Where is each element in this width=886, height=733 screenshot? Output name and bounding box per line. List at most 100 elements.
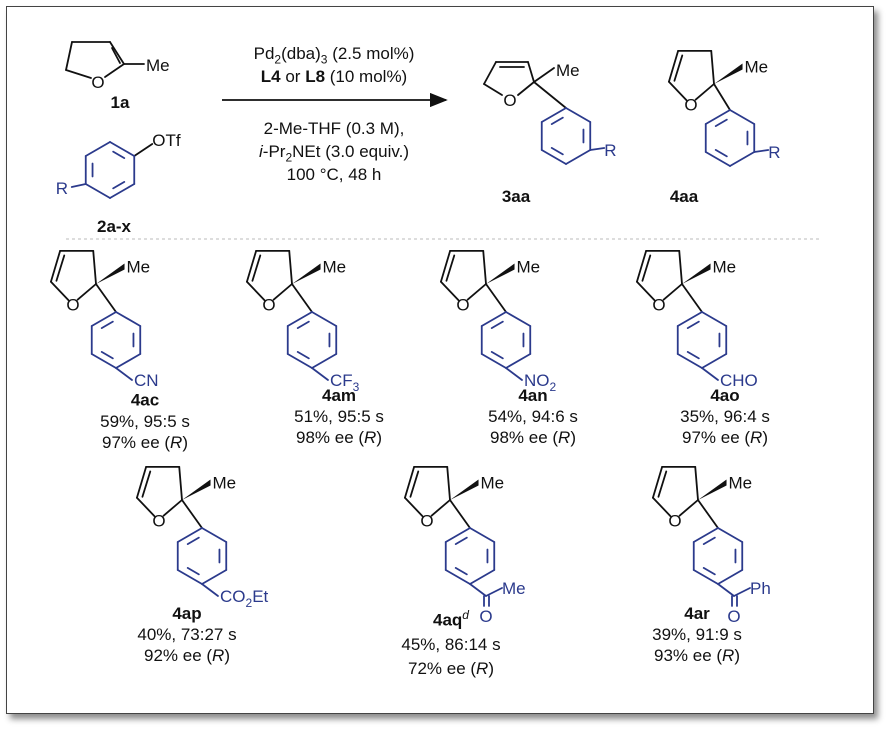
- bond: [136, 465, 148, 499]
- aryl-ring-4ar-edge: [717, 527, 744, 543]
- triflate-ring-edge: [109, 183, 136, 199]
- example-caption-4ao: 4ao 35%, 96:4 s 97% ee (R): [680, 386, 770, 447]
- methyl-label: Me: [146, 56, 170, 75]
- bond: [50, 249, 62, 283]
- aryl-ring-4am-edge: [311, 311, 338, 327]
- example-caption-4am: 4am 51%, 95:5 s 98% ee (R): [294, 386, 384, 447]
- oxygen-atom: O: [420, 511, 433, 530]
- aryl-bond: [95, 283, 117, 313]
- bond: [636, 280, 656, 302]
- oxygen-atom: O: [684, 95, 697, 114]
- bond: [636, 249, 648, 283]
- triflate-ring-double: [112, 180, 126, 190]
- bond: [178, 465, 183, 501]
- aryl-ring-4ao-double: [686, 350, 700, 360]
- bond: [109, 41, 125, 65]
- aryl-ring-4ap-double: [186, 536, 200, 546]
- bond: [246, 249, 258, 283]
- bond: [668, 80, 688, 101]
- r-substituent-bond: [753, 149, 770, 153]
- compound-label-1a: 1a: [110, 93, 130, 112]
- aryl-ring-4ap-edge: [201, 527, 228, 543]
- methyl-label: Me: [745, 58, 769, 77]
- bond: [246, 280, 266, 302]
- aryl-ring-4ap-double: [186, 566, 200, 576]
- para-substituent-label: CN: [134, 371, 159, 390]
- double-bond: [55, 254, 66, 282]
- para-substituent-bond: [469, 583, 487, 597]
- product-ring-4aa-double: [714, 118, 728, 128]
- aryl-ring-4ar-edge: [717, 569, 744, 585]
- double-bond: [673, 54, 684, 82]
- bond: [483, 83, 503, 96]
- condition-temp-time: 100 °C, 48 h: [286, 165, 382, 184]
- example-caption-4ac: 4ac 59%, 95:5 s 97% ee (R): [100, 390, 190, 452]
- triflate-ring-edge: [84, 183, 111, 199]
- bond: [517, 81, 535, 96]
- aryl-ring-4am-double: [296, 350, 310, 360]
- product-ring-3aa-edge: [540, 107, 567, 123]
- example-caption-4aq: 4aqd 45%, 86:14 s 72% ee (R): [401, 608, 501, 678]
- condition-base: i-Pr2NEt (3.0 equiv.): [259, 142, 409, 165]
- oxygen-atom: O: [91, 73, 104, 92]
- aryl-bond: [697, 499, 719, 529]
- bond: [662, 283, 683, 301]
- double-bond: [409, 470, 420, 498]
- bond: [710, 49, 715, 85]
- bond: [272, 283, 293, 301]
- bond: [162, 499, 183, 517]
- para-substituent-bond: [311, 367, 329, 381]
- aryl-bond: [485, 283, 507, 313]
- triflate-ring-edge: [84, 141, 111, 157]
- bond: [713, 83, 731, 111]
- aryl-ring-4am-edge: [311, 353, 338, 369]
- aryl-ring-4aq-double: [454, 536, 468, 546]
- aryl-ring-4ap-edge: [176, 569, 203, 585]
- methyl-label: Me: [481, 474, 505, 493]
- aryl-ring-4ap-edge: [176, 527, 203, 543]
- scheme-frame: [6, 6, 874, 714]
- bond: [678, 249, 683, 285]
- double-bond: [641, 254, 652, 282]
- ketone-bond: [733, 587, 751, 597]
- aryl-ring-4ac-edge: [115, 353, 142, 369]
- para-substituent-label: NO2: [524, 371, 557, 394]
- para-substituent-bond: [201, 583, 219, 597]
- bond: [694, 83, 715, 101]
- methyl-label: Me: [556, 61, 580, 80]
- r-group-label: R: [604, 141, 616, 160]
- triflate-label: OTf: [152, 131, 181, 150]
- bond: [483, 61, 497, 85]
- bond: [136, 496, 156, 517]
- aryl-ring-4ao-edge: [676, 353, 703, 369]
- aryl-ring-4ao-double: [686, 320, 700, 330]
- product-ring-3aa-edge: [565, 107, 592, 123]
- aryl-ring-4ac-edge: [90, 311, 117, 327]
- bond: [652, 496, 672, 517]
- oxygen-atom: O: [262, 295, 275, 314]
- aryl-ring-4aq-double: [454, 566, 468, 576]
- bond: [533, 81, 567, 109]
- product-ring-4aa-edge: [729, 151, 756, 167]
- double-bond: [251, 254, 262, 282]
- aryl-ring-4ac-double: [100, 320, 114, 330]
- aryl-ring-4an-edge: [505, 311, 532, 327]
- stereo-wedge-bond: [698, 479, 727, 500]
- bond: [104, 63, 125, 78]
- aryl-ring-4ao-edge: [701, 311, 728, 327]
- aryl-ring-4ac-edge: [115, 311, 142, 327]
- example-caption-4ar: 4ar 39%, 91:9 s 93% ee (R): [652, 604, 742, 665]
- bond: [76, 283, 97, 301]
- condition-ligand: L4 or L8 (10 mol%): [260, 67, 408, 86]
- aryl-ring-4ap-edge: [201, 569, 228, 585]
- double-bond: [445, 254, 456, 282]
- stereo-wedge-bond: [182, 479, 211, 500]
- methyl-label: Me: [323, 258, 347, 277]
- bond: [482, 249, 487, 285]
- product-ring-4aa-double: [714, 148, 728, 158]
- methyl-label: Me: [517, 258, 541, 277]
- aryl-ring-4aq-edge: [444, 569, 471, 585]
- aryl-ring-4ar-edge: [692, 569, 719, 585]
- aryl-ring-4ac-edge: [90, 353, 117, 369]
